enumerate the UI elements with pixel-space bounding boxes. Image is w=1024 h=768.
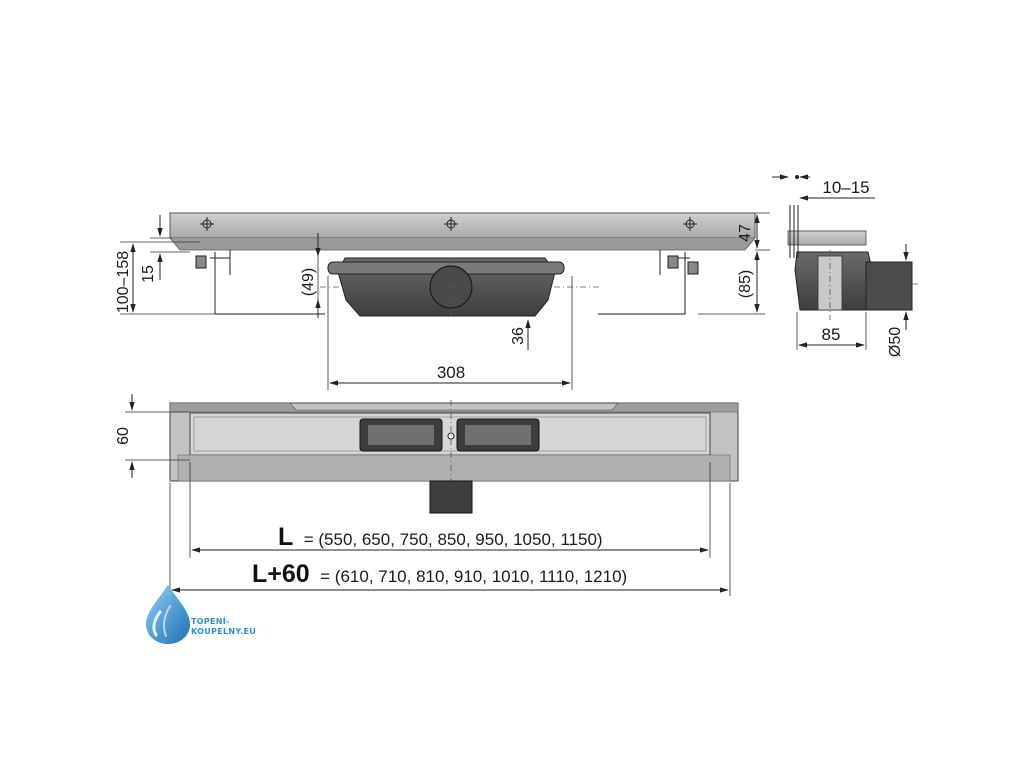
dim-outlet-diameter-label: Ø50 (887, 327, 904, 357)
plan-view: 60 L = (550, 650, 750, 850, 950, 1050, 1… (115, 394, 739, 596)
dim-trap-height-label: (49) (300, 268, 317, 296)
dim-plan-width: 60 (115, 394, 190, 478)
dim-edge-height-label: 47 (737, 224, 754, 242)
dim-height-range-label: 100–158 (115, 251, 132, 313)
plan-top-lip (169, 402, 739, 413)
dim-outlet-height: 36 (510, 319, 531, 350)
dim-outlet-height-label: 36 (510, 327, 527, 345)
formula-L-values: = (550, 650, 750, 850, 950, 1050, 1150) (304, 530, 603, 549)
fixing-hole-icons (200, 217, 697, 231)
plan-lower-band (177, 454, 731, 482)
dim-flange-offset-label: 10–15 (822, 178, 869, 197)
dim-length-L60: L+60 = (610, 710, 810, 910, 1010, 1110, … (169, 483, 731, 596)
formula-L60-symbol: L+60 (252, 560, 310, 588)
dim-trap-width-label: 308 (437, 363, 465, 382)
dim-length-L: L = (550, 650, 750, 850, 950, 1050, 1150… (189, 462, 711, 558)
dim-frame-thickness: 15 (140, 215, 190, 283)
dim-trap-width: 308 (327, 276, 573, 390)
formula-L60-values: = (610, 710, 810, 910, 1010, 1110, 1210) (320, 567, 627, 586)
support-brackets (195, 250, 699, 315)
water-drop-icon (146, 585, 190, 644)
brand-logo: TOPENÍ- KOUPELNY.EU (146, 585, 256, 644)
side-outlet-pipe (865, 261, 913, 311)
formula-L: L = (550, 650, 750, 850, 950, 1050, 1150… (278, 523, 603, 551)
dim-plan-width-label: 60 (115, 427, 132, 445)
dim-flange-offset: 10–15 (772, 174, 875, 201)
dim-frame-thickness-label: 15 (140, 265, 157, 283)
steel-frame-bar (169, 212, 756, 239)
dim-edge-height: 47 (737, 212, 770, 251)
dim-trap-height: (49) (300, 233, 321, 318)
dim-side-height: (85) (698, 251, 765, 315)
dim-outlet-diameter: Ø50 (887, 244, 909, 357)
formula-L60: L+60 = (610, 710, 810, 910, 1010, 1110, … (252, 560, 627, 588)
logo-line-1: TOPENÍ- (191, 615, 230, 626)
side-section-view: 10–15 85 Ø50 (772, 174, 918, 357)
plan-grate-inner (193, 416, 707, 452)
frame-lower-lip (169, 237, 756, 251)
formula-L-symbol: L (278, 523, 293, 551)
logo-line-2: KOUPELNY.EU (191, 627, 256, 636)
dim-side-width-label: 85 (822, 325, 841, 344)
side-frame-top (787, 230, 867, 246)
plan-grate-clips (359, 418, 540, 452)
dim-side-height-label: (85) (737, 270, 754, 298)
dim-height-range: 100–158 (115, 241, 215, 315)
front-elevation-view: 100–158 15 (49) 36 308 (115, 212, 770, 390)
dim-side-width: 85 (796, 312, 867, 350)
plan-outlet-pipe (429, 480, 473, 514)
